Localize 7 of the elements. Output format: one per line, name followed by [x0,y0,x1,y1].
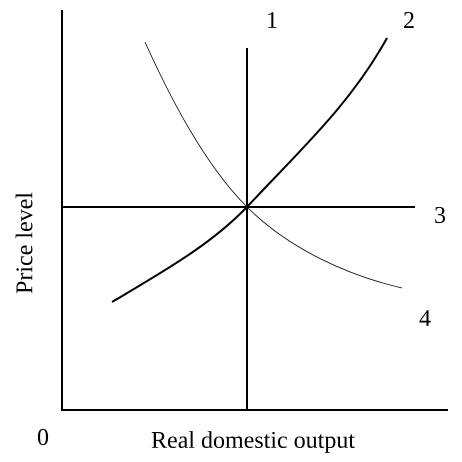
axis-label: Real domestic output [152,431,355,453]
curve-label: 3 [435,206,446,224]
curve-label: 2 [404,12,414,28]
curve-label: 4 [419,310,431,326]
axis-label: Price level [16,192,32,294]
curve-label: 1 [268,12,277,28]
origin-label: 0 [38,428,48,446]
